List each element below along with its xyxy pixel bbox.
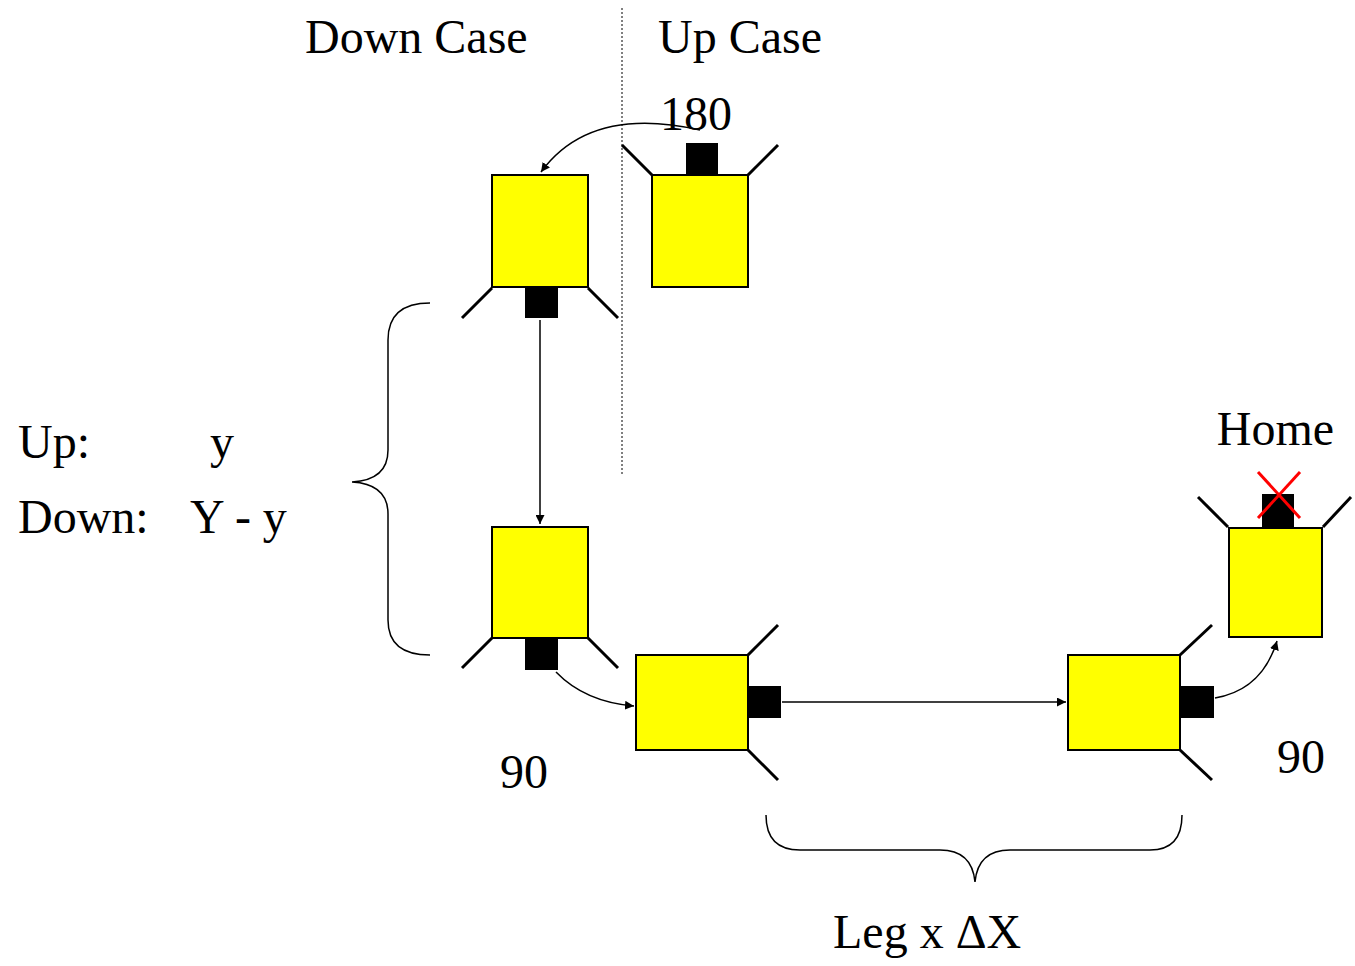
label-text: 90 (500, 744, 548, 799)
label-text: Up Case (658, 9, 822, 64)
label-text: y (210, 414, 234, 469)
label-text: Down: (18, 489, 149, 544)
label-text: Down Case (305, 9, 528, 64)
divider-line (622, 8, 623, 475)
label-text: Leg x ΔX (833, 904, 1021, 959)
node-heading: Home (1217, 401, 1334, 456)
turn-arrow (556, 672, 634, 706)
robot-symbol (462, 175, 618, 318)
move-arrow (782, 701, 1066, 703)
robot-symbol (462, 527, 618, 670)
brace (766, 815, 1182, 882)
robot-symbol (1198, 472, 1351, 527)
robot-box: Home (1228, 527, 1323, 638)
robot-symbol (1068, 625, 1214, 780)
move-arrow (539, 320, 541, 524)
robot-symbol (622, 143, 778, 287)
brace (352, 303, 430, 655)
robot-symbol (636, 625, 781, 780)
turn-arrow (1215, 641, 1277, 698)
label-text: 180 (660, 86, 732, 141)
label-text: 90 (1277, 729, 1325, 784)
label-text: Up: (18, 414, 90, 469)
label-text: Y - y (190, 489, 287, 544)
